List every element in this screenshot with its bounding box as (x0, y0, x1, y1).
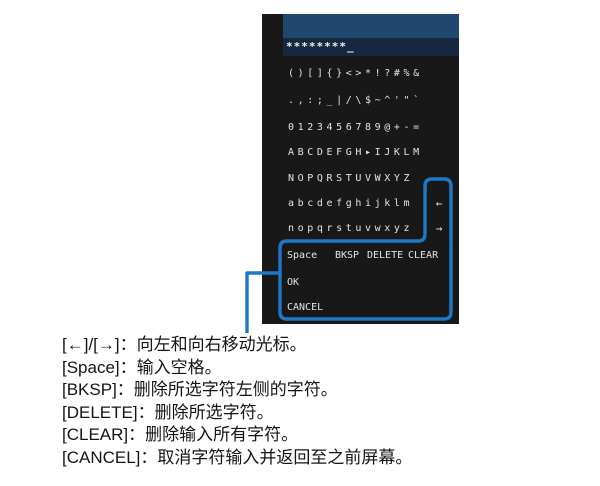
keyboard-row-uppercase-2[interactable]: NOPQRSTUVWXYZ (288, 173, 414, 184)
cursor-right-arrow-key[interactable]: → (435, 222, 443, 235)
description-bksp: [BKSP]：删除所选字符左侧的字符。 (62, 380, 338, 399)
keyboard-row-symbols-2[interactable]: .,:;_|/\$~^'"` (288, 95, 423, 106)
keyboard-row-uppercase-1[interactable]: ABCDEFGH▸IJKLM (288, 147, 423, 158)
osd-screen: ********_ ()[]{}<>*!?#%& .,:;_|/\$~^'"` … (262, 14, 459, 324)
description-delete: [DELETE]：删除所选字符。 (62, 402, 274, 422)
description-cancel: [CANCEL]：取消字符输入并返回至之前屏幕。 (62, 447, 413, 467)
keyboard-row-digits[interactable]: 0123456789@+-= (288, 122, 423, 133)
clear-button[interactable]: CLEAR (408, 250, 439, 261)
space-button[interactable]: Space (287, 250, 318, 261)
key-descriptions: [←]/[→]：向左和向右移动光标。 [Space]：输入空格。 [BKSP]：… (62, 334, 412, 469)
cancel-button[interactable]: CANCEL (287, 302, 324, 313)
keyboard-row-lowercase-1[interactable]: abcdefghijklm (288, 198, 414, 209)
description-clear: [CLEAR]：删除输入所有字符。 (62, 425, 299, 444)
ok-button[interactable]: OK (287, 277, 300, 288)
input-cursor: _ (346, 40, 355, 53)
masked-input-value: ******** (286, 40, 347, 53)
description-arrows: [←]/[→]：向左和向右移动光标。 (62, 335, 307, 354)
delete-button[interactable]: DELETE (367, 250, 404, 261)
bksp-button[interactable]: BKSP (335, 250, 360, 261)
text-entry-field[interactable]: ********_ (283, 38, 459, 56)
description-space: [Space]：输入空格。 (62, 357, 222, 377)
cursor-left-arrow-key[interactable]: ← (435, 197, 443, 210)
keyboard-row-symbols-1[interactable]: ()[]{}<>*!?#%& (288, 68, 423, 79)
keyboard-row-lowercase-2[interactable]: nopqrstuvwxyz (288, 223, 414, 234)
osd-header-bar (283, 14, 459, 38)
